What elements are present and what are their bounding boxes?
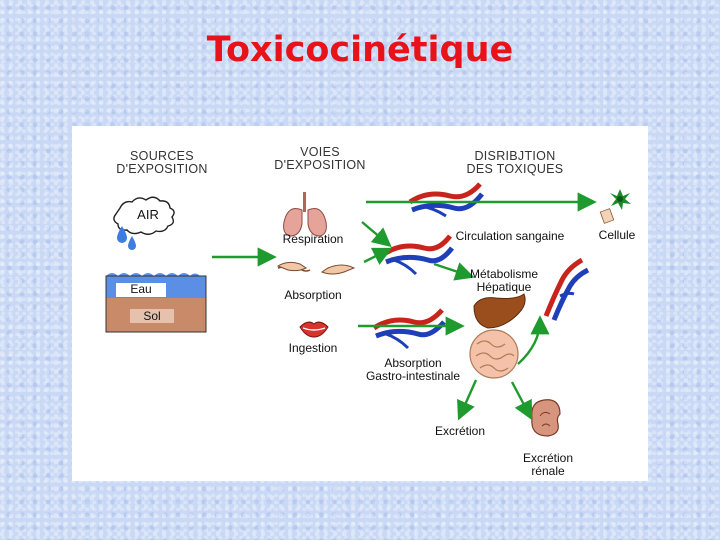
arrow-respiration-to-circulation: [361, 221, 392, 248]
absorption-gi-line2: Gastro-intestinale: [365, 369, 461, 383]
header-voies-line2: D'EXPOSITION: [274, 158, 366, 172]
circulation-label: Circulation sangaine: [455, 229, 565, 243]
cellule-label: Cellule: [598, 228, 636, 242]
arrow-circulation-to-metabolisme: [433, 262, 475, 281]
header-voies: VOIES D'EXPOSITION: [270, 146, 370, 172]
kidney-icon: [531, 399, 561, 437]
absorption-gi-line1: Absorption: [384, 356, 442, 370]
arrow-gi-to-kidney: [510, 381, 533, 421]
arrow-absorption-to-circulation: [363, 247, 393, 266]
arrow-gi-to-excretion: [457, 379, 478, 421]
absorption-label: Absorption: [284, 288, 342, 302]
sol-label: Sol: [143, 309, 161, 323]
flow-arrows: [212, 192, 597, 421]
diagram-graphics: [105, 182, 631, 437]
excretion-renale-label: Excrétion rénale: [508, 452, 588, 478]
ingestion-label: Ingestion: [288, 341, 338, 355]
diagram-panel: SOURCES D'EXPOSITION VOIES D'EXPOSITION …: [72, 126, 648, 481]
header-distribution: DISRIBJTION DES TOXIQUES: [460, 150, 570, 176]
hands-icon: [276, 261, 356, 275]
header-distribution-line2: DES TOXIQUES: [466, 162, 564, 176]
water-soil-block: [105, 273, 207, 333]
header-distribution-line1: DISRIBJTION: [474, 149, 556, 163]
water-drop-icon: [117, 226, 136, 250]
air-label: AIR: [137, 207, 159, 222]
liver-icon: [473, 293, 526, 329]
metabolisme-line2: Hépatique: [476, 280, 532, 294]
lungs-icon: [283, 192, 327, 237]
header-voies-line1: VOIES: [300, 145, 340, 159]
excretion-renale-line2: rénale: [531, 464, 565, 478]
header-sources-line2: D'EXPOSITION: [116, 162, 208, 176]
metabolisme-line1: Métabolisme: [469, 267, 539, 281]
intestine-icon: [469, 329, 519, 379]
respiration-label: Respiration: [282, 232, 344, 246]
lips-icon: [299, 321, 329, 338]
header-sources: SOURCES D'EXPOSITION: [112, 150, 212, 176]
metabolisme-label: Métabolisme Hépatique: [454, 268, 554, 294]
arrow-gi-to-liver-vessels: [517, 315, 550, 365]
excretion-label: Excrétion: [434, 424, 486, 438]
cell-icon: [599, 189, 631, 224]
absorption-gi-label: Absorption Gastro-intestinale: [352, 357, 474, 383]
eau-label: Eau: [130, 282, 152, 296]
slide-title: Toxicocinétique: [206, 30, 514, 70]
header-sources-line1: SOURCES: [130, 149, 194, 163]
excretion-renale-line1: Excrétion: [522, 451, 574, 465]
blood-vessels-icon: [372, 182, 590, 350]
